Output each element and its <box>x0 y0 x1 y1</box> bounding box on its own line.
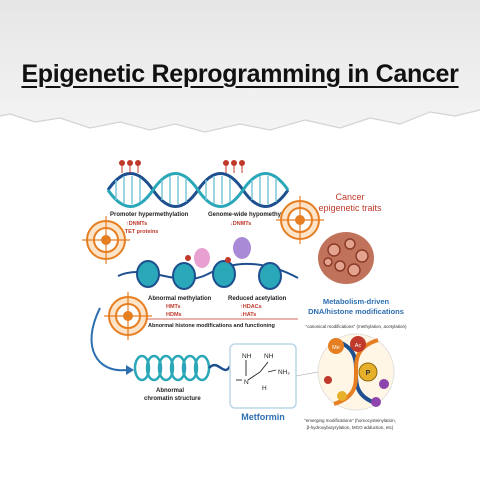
label-hmts: HMTs <box>166 304 181 310</box>
label-dnmts-down: ↓DNMTs <box>230 221 251 227</box>
tumor-cell-cluster <box>318 232 374 284</box>
label-tet-down: ↓TET proteins <box>122 229 158 235</box>
chromatin-coil <box>133 354 232 382</box>
chem-n: N <box>244 379 249 386</box>
label-reduced-acetylation: Reduced acetylation <box>228 296 287 302</box>
label-abnormal-methylation: Abnormal methylation <box>148 296 212 302</box>
target-icon-right <box>276 196 324 244</box>
label-dna-histone-mods: DNA/histone modifications <box>308 307 404 316</box>
epigenetic-diagram: Promoter hypermethylation ↑DNMTs ↓TET pr… <box>78 158 418 446</box>
target-icon-middle <box>104 292 152 340</box>
label-emerging-line1: "emerging modifications" (homocysteinyla… <box>304 418 396 423</box>
chem-nh-1: NH <box>242 353 252 360</box>
label-promoter-hypermethylation: Promoter hypermethylation <box>110 212 189 218</box>
label-emerging-line2: β-hydroxybutyrylation, MGO adduction, et… <box>307 425 394 430</box>
label-abnormal: Abnormal <box>156 388 184 394</box>
label-epigenetic-traits: epigenetic traits <box>318 203 382 213</box>
badge-p: P <box>366 370 371 377</box>
nucleosome-chain <box>117 237 299 290</box>
label-hats: ↓HATs <box>240 312 256 318</box>
label-genome-hypomethylation: Genome-wide hypomethylation <box>208 212 297 218</box>
label-canonical-mods: "canonical modifications" (methylation, … <box>306 324 407 329</box>
badge-me: Me <box>332 345 340 351</box>
label-cancer: Cancer <box>335 192 364 202</box>
label-chromatin-structure: chromatin structure <box>144 396 201 402</box>
metabolism-circle: Me Ac P <box>317 333 395 411</box>
label-metformin: Metformin <box>241 412 285 422</box>
torn-paper-banner <box>0 0 480 133</box>
chem-nh2: NH₂ <box>278 369 290 376</box>
page-title: Epigenetic Reprogramming in Cancer <box>21 60 459 88</box>
dna-helix-top <box>106 160 290 208</box>
label-hdacs: ↑HDACs <box>240 304 262 310</box>
chem-h: H <box>262 385 267 392</box>
metformin-box: NH NH NH₂ N H Metformin <box>229 343 297 422</box>
target-icon-left <box>82 216 130 264</box>
label-hdms: HDMs <box>166 312 182 318</box>
label-dnmts-up: ↑DNMTs <box>126 221 147 227</box>
curved-arrow <box>90 307 127 372</box>
label-metabolism-driven: Metabolism-driven <box>323 297 390 306</box>
chem-nh-2: NH <box>264 353 274 360</box>
label-abnormal-histone: Abnormal histone modifications and funct… <box>148 323 275 329</box>
badge-ac: Ac <box>355 343 362 349</box>
